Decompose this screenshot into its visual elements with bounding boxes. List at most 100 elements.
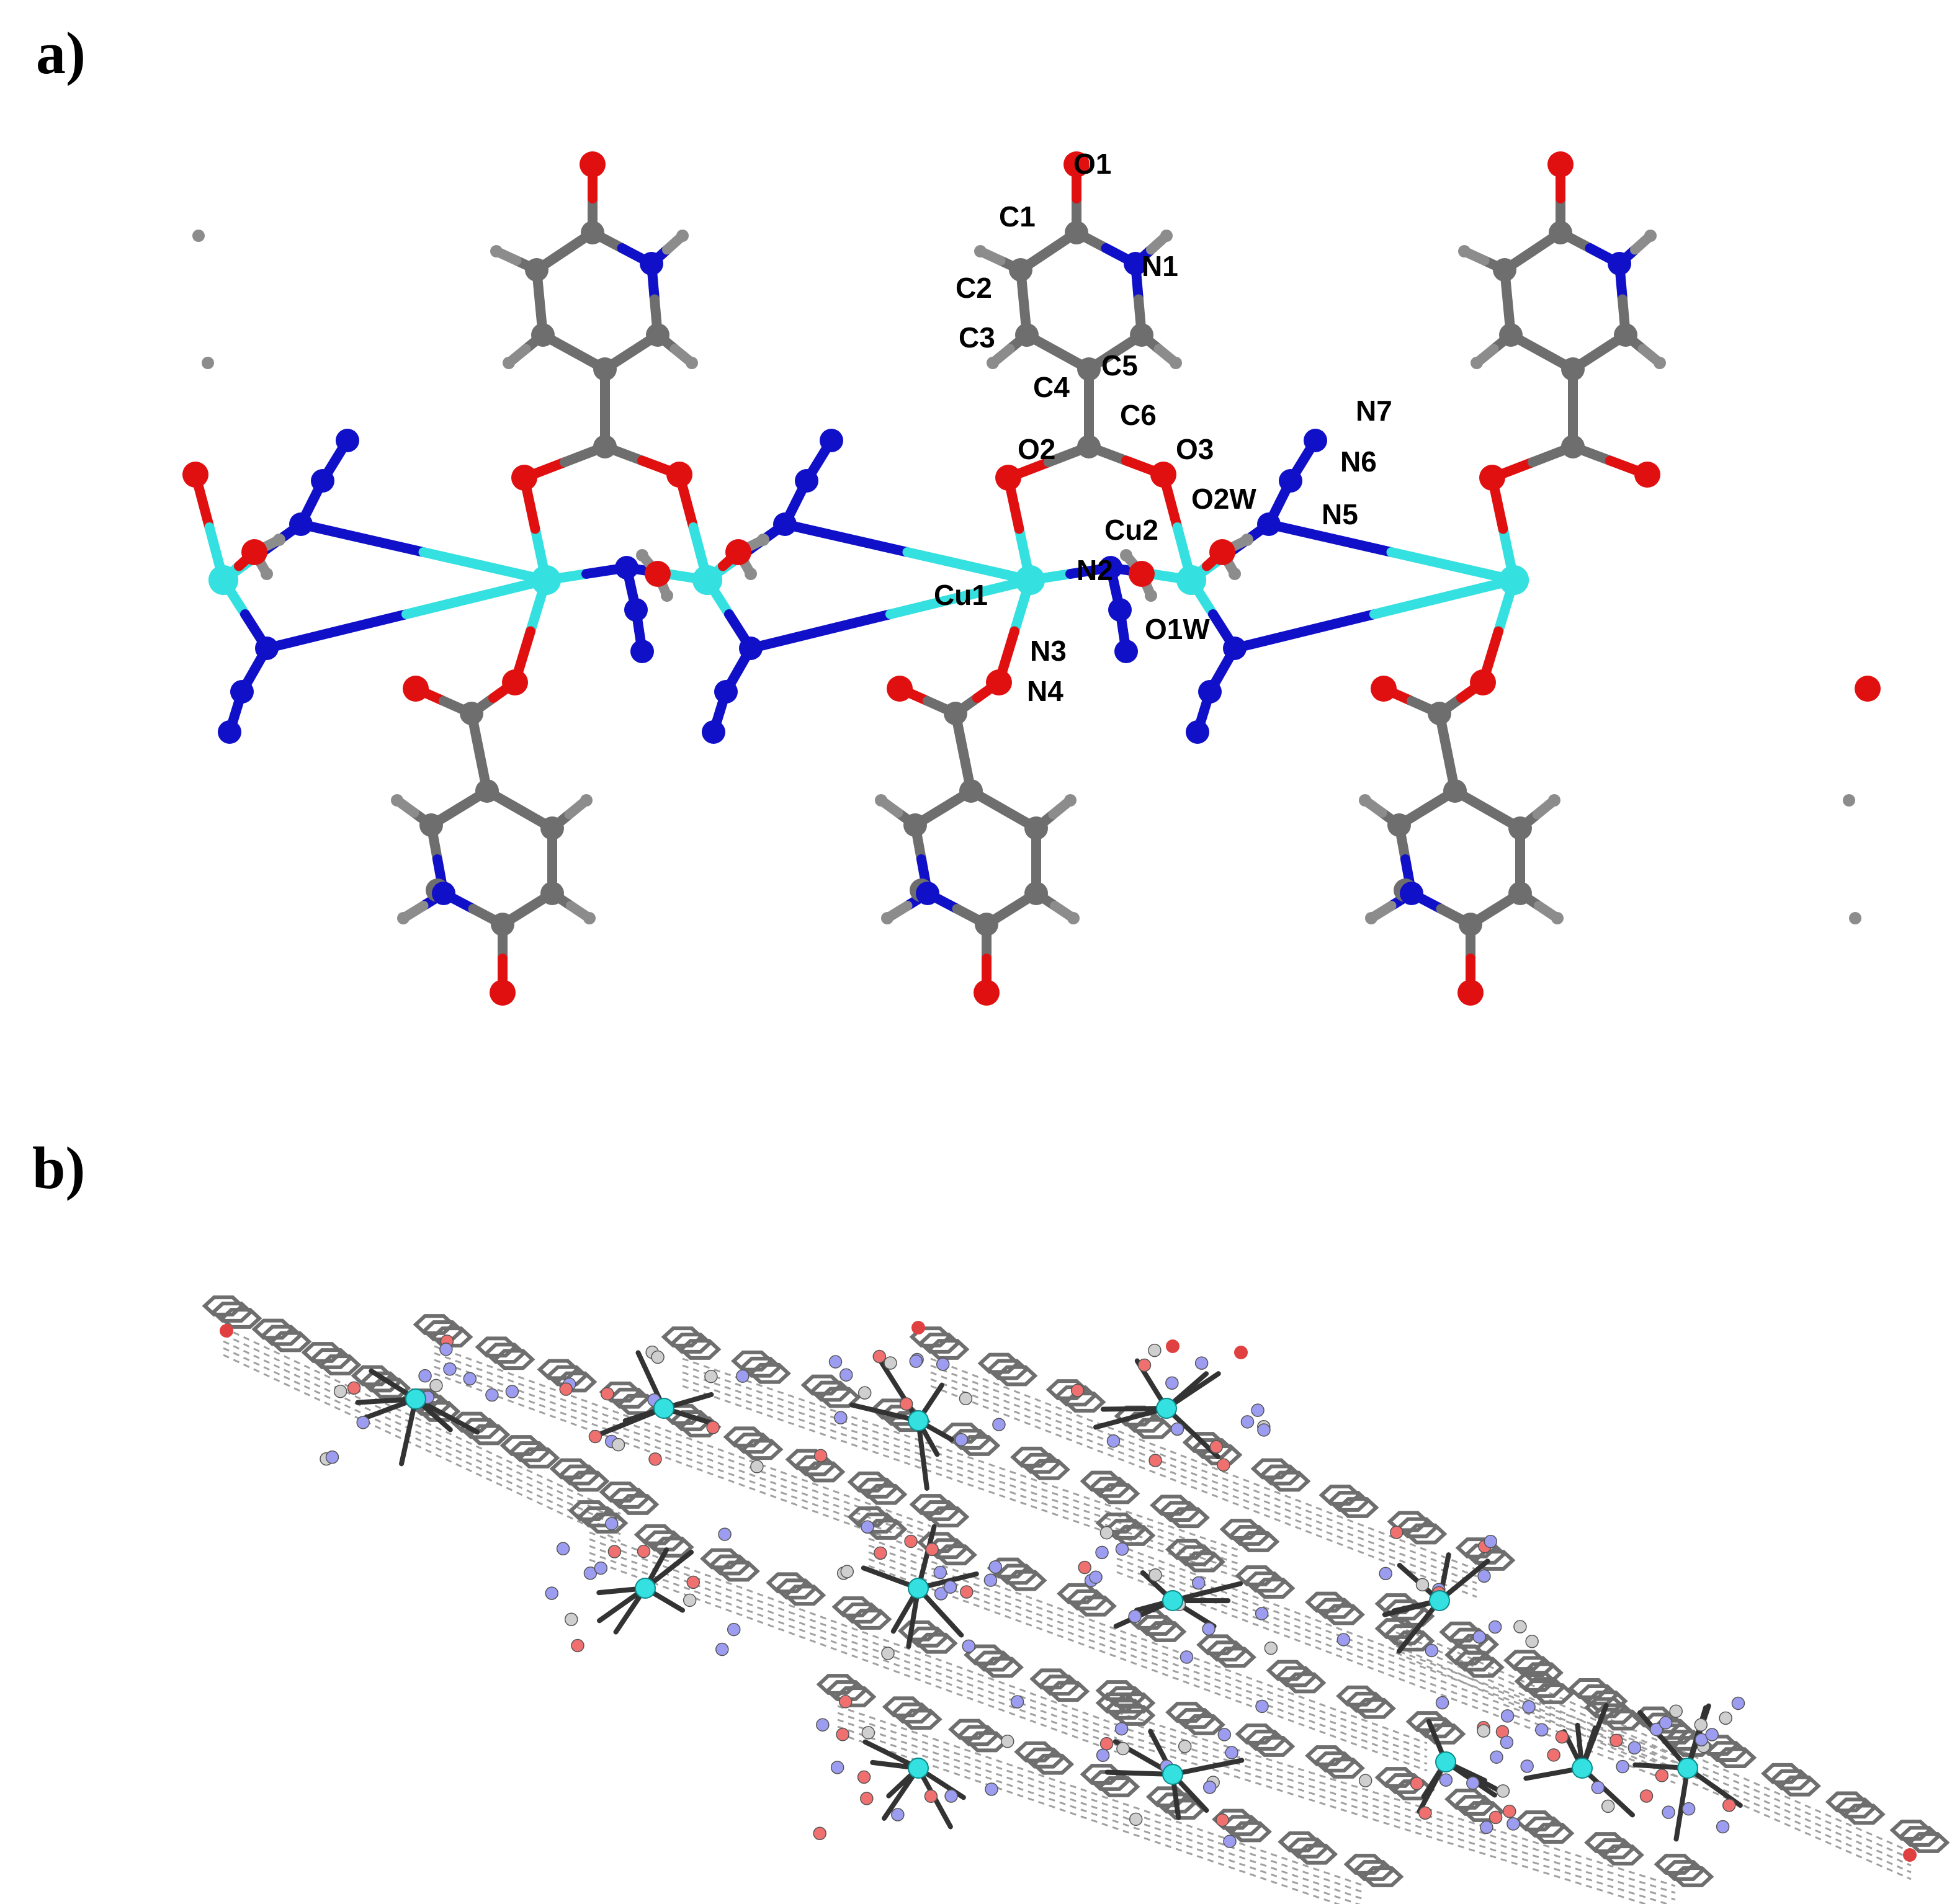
pyridone-ring xyxy=(915,1632,958,1654)
pyridone-ring xyxy=(1057,1583,1099,1604)
packing-atom xyxy=(651,1350,665,1364)
packing-atom xyxy=(505,1385,519,1398)
pyridone-ring xyxy=(545,1365,589,1387)
atom-h xyxy=(583,912,596,924)
pyridone-ring xyxy=(1045,1379,1089,1400)
packing-atom xyxy=(1496,1784,1510,1798)
pyridone-ring xyxy=(450,1411,493,1433)
pyridone-ring xyxy=(986,1359,1029,1380)
pyridone-ring xyxy=(1439,1621,1482,1643)
atom-o xyxy=(511,465,537,491)
pyridone-ring xyxy=(1352,1860,1395,1881)
packing-atom xyxy=(1410,1777,1424,1790)
bond xyxy=(401,575,551,619)
atom-c xyxy=(593,357,617,381)
atom-h xyxy=(1365,912,1377,924)
pyridone-ring xyxy=(301,1342,344,1363)
pyridone-ring xyxy=(897,1620,941,1642)
atom-h xyxy=(490,245,503,257)
pyridone-ring xyxy=(599,1482,642,1503)
pyridone-ring xyxy=(1243,1730,1287,1751)
pyridone-ring xyxy=(709,1554,751,1576)
pyridone-ring xyxy=(642,1530,686,1552)
atom-n xyxy=(311,469,334,493)
packing-atom xyxy=(1484,1534,1498,1549)
atom-c xyxy=(491,913,514,936)
atom-label: O1W xyxy=(1145,613,1210,645)
pyridone-ring xyxy=(1531,1683,1575,1704)
atom-label: N5 xyxy=(1322,498,1358,530)
atom-h xyxy=(1064,794,1077,807)
pyridone-ring xyxy=(1601,1709,1644,1731)
atom-c xyxy=(1549,221,1572,244)
pyridone-ring xyxy=(351,1365,394,1387)
atom-n xyxy=(1608,252,1631,275)
pyridone-ring xyxy=(1286,1837,1330,1859)
pyridone-ring xyxy=(1327,1491,1371,1512)
pyridone-ring xyxy=(1278,1831,1321,1853)
atom-n xyxy=(1108,598,1132,622)
pyridone-ring xyxy=(616,1494,660,1515)
pyridone-ring xyxy=(1212,1808,1255,1830)
packing-atom xyxy=(1525,1634,1539,1648)
pyridone-ring xyxy=(1095,1513,1139,1534)
packing-atom xyxy=(1695,1733,1708,1746)
atom-c xyxy=(419,813,443,837)
packing-atom xyxy=(1477,1724,1490,1738)
packing-atom xyxy=(904,1534,918,1549)
packing-atom xyxy=(1264,1641,1278,1655)
atom-c xyxy=(1077,357,1101,381)
atom-o xyxy=(580,151,606,177)
pyridone-ring xyxy=(1778,1775,1821,1797)
pyridone-ring xyxy=(1104,1699,1147,1720)
atom-h xyxy=(636,549,648,561)
pyridone-ring xyxy=(906,1626,949,1648)
pyridone-ring xyxy=(1889,1820,1933,1841)
pyridone-ring xyxy=(856,1477,899,1499)
packing-atom xyxy=(648,1452,662,1466)
atom-h xyxy=(580,794,593,807)
coordination-bond xyxy=(916,1524,937,1591)
packing-atom xyxy=(836,1728,849,1741)
hydrogen-bond xyxy=(223,1354,621,1542)
packing-atom xyxy=(1217,1458,1230,1472)
atom-c xyxy=(1024,882,1048,905)
packing-atom xyxy=(1488,1620,1502,1634)
packing-atom xyxy=(347,1381,361,1395)
packing-atom xyxy=(861,1520,874,1534)
packing-atom xyxy=(1070,1383,1085,1397)
packing-atom xyxy=(962,1639,975,1653)
pyridone-ring xyxy=(251,1318,295,1340)
packing-atom xyxy=(1390,1526,1404,1539)
pyridone-ring xyxy=(926,1506,970,1527)
atom-h xyxy=(686,357,698,369)
pyridone-ring xyxy=(785,1449,828,1470)
packing-atom xyxy=(1165,1376,1179,1390)
packing-atom xyxy=(1610,1733,1623,1748)
atom-c xyxy=(1009,258,1032,282)
packing-atom xyxy=(1418,1806,1432,1820)
hydrogen-bond xyxy=(1395,1645,1912,1874)
packing-atom xyxy=(857,1386,872,1400)
coordination-bond xyxy=(1164,1406,1220,1460)
packing-atom xyxy=(934,1587,948,1601)
hydrogen-bond xyxy=(837,1719,1366,1901)
pyridone-ring xyxy=(1031,1753,1075,1775)
atom-c xyxy=(593,435,617,458)
pyridone-ring xyxy=(917,1532,960,1553)
packing-atom xyxy=(943,1580,957,1594)
copper-node xyxy=(1429,1590,1450,1611)
pyridone-ring xyxy=(1531,1823,1575,1844)
panel-label-a: a) xyxy=(36,20,86,86)
atom-label: O3 xyxy=(1176,433,1214,465)
packing-atom xyxy=(1148,1343,1162,1357)
pyridone-ring xyxy=(964,1644,1006,1666)
packing-atom xyxy=(571,1638,584,1653)
packing-atom xyxy=(1099,1526,1114,1540)
pyridone-ring xyxy=(1423,1723,1466,1745)
atom-h xyxy=(1644,230,1657,242)
pyridone-ring xyxy=(1183,1551,1225,1573)
atom-h xyxy=(1654,357,1666,369)
